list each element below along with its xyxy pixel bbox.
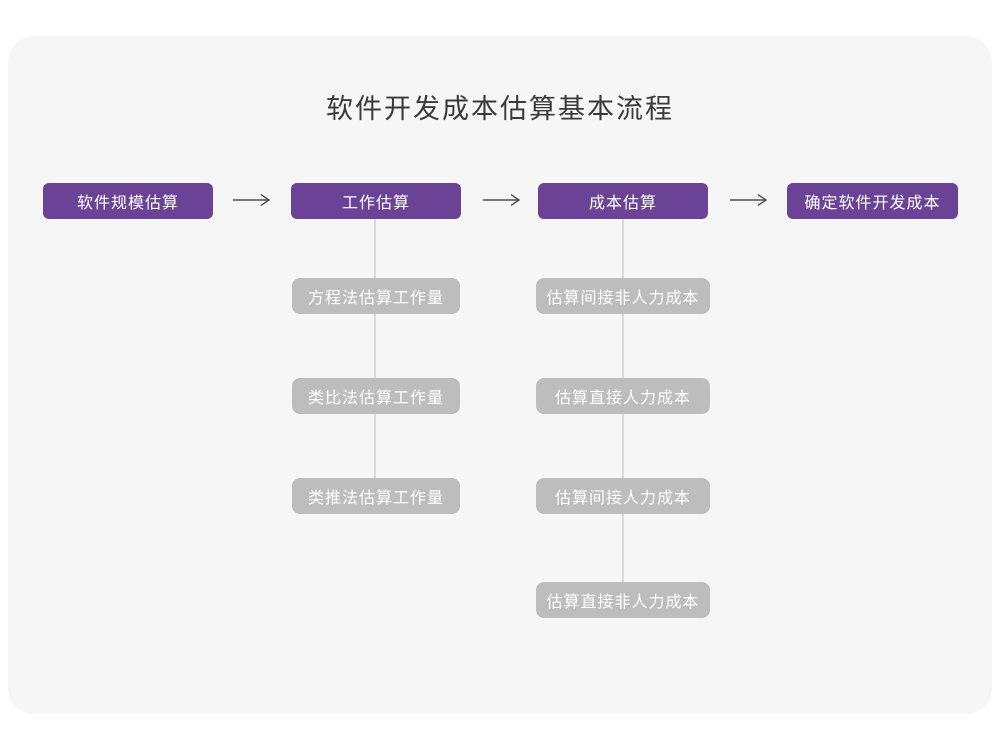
sub-node-label: 估算直接非人力成本 bbox=[546, 594, 700, 611]
sub-node-extrapolation-method: 类推法估算工作量 bbox=[292, 478, 460, 514]
right-arrow-icon bbox=[730, 194, 768, 206]
stage-node-label: 软件规模估算 bbox=[76, 195, 179, 212]
stage-node-label: 成本估算 bbox=[588, 195, 657, 212]
right-arrow-icon bbox=[233, 194, 271, 206]
stage-node-final-dev-cost: 确定软件开发成本 bbox=[787, 183, 958, 219]
sub-node-indirect-labor-cost: 估算间接人力成本 bbox=[536, 478, 710, 514]
stage-node-label: 工作估算 bbox=[341, 195, 410, 212]
sub-node-label: 类比法估算工作量 bbox=[307, 390, 444, 407]
connector-line-effort-column bbox=[374, 219, 376, 496]
sub-node-label: 估算间接人力成本 bbox=[554, 490, 691, 507]
stage-node-cost-estimation: 成本估算 bbox=[538, 183, 708, 219]
diagram-title: 软件开发成本估算基本流程 bbox=[326, 94, 674, 124]
sub-node-analogy-method: 类比法估算工作量 bbox=[292, 378, 460, 414]
right-arrow-icon bbox=[483, 194, 521, 206]
sub-node-label: 方程法估算工作量 bbox=[307, 290, 444, 307]
stage-node-effort-estimation: 工作估算 bbox=[291, 183, 461, 219]
sub-node-label: 估算直接人力成本 bbox=[554, 390, 691, 407]
sub-node-indirect-nonlabor-cost: 估算间接非人力成本 bbox=[536, 278, 710, 314]
sub-node-direct-labor-cost: 估算直接人力成本 bbox=[536, 378, 710, 414]
stage-node-label: 确定软件开发成本 bbox=[804, 195, 941, 212]
stage-node-scale-estimation: 软件规模估算 bbox=[43, 183, 213, 219]
sub-node-label: 估算间接非人力成本 bbox=[546, 290, 700, 307]
sub-node-direct-nonlabor-cost: 估算直接非人力成本 bbox=[536, 582, 710, 618]
diagram-panel: 软件开发成本估算基本流程 软件规模估算 工作估算 成本估算 确定软件开发成本 bbox=[8, 36, 992, 714]
sub-node-equation-method: 方程法估算工作量 bbox=[292, 278, 460, 314]
sub-node-label: 类推法估算工作量 bbox=[307, 490, 444, 507]
